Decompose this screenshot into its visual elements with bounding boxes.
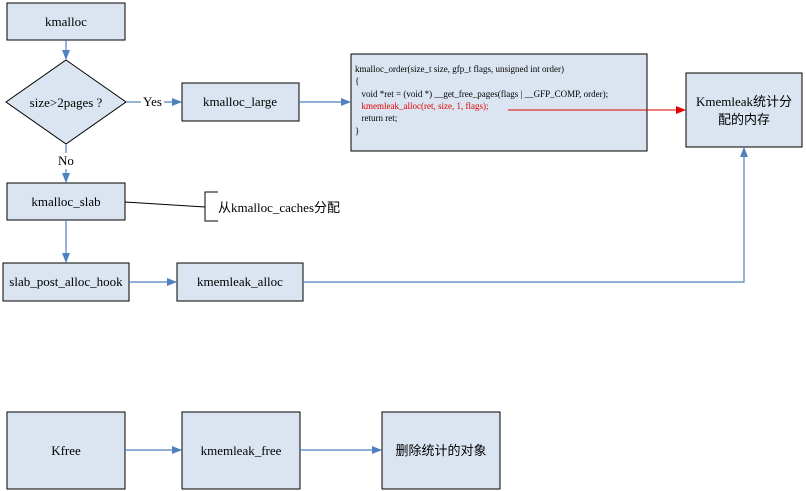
node-kmalloc-large: kmalloc_large bbox=[181, 82, 300, 122]
node-kmemleak-stats: Kmemleak统计分 配的内存 bbox=[685, 72, 803, 148]
node-kmemleak-stats-line2: 配的内存 bbox=[718, 112, 770, 127]
node-slab-post-alloc-hook-label: slab_post_alloc_hook bbox=[9, 274, 123, 289]
node-kmemleak-free-label: kmemleak_free bbox=[201, 443, 282, 458]
node-kmemleak-alloc-label: kmemleak_alloc bbox=[197, 274, 283, 289]
node-kmemleak-stats-line1: Kmemleak统计分 bbox=[696, 94, 792, 109]
edge-label-no: No bbox=[58, 153, 74, 168]
node-slab-post-alloc-hook: slab_post_alloc_hook bbox=[2, 262, 130, 302]
node-kfree-label: Kfree bbox=[51, 443, 81, 458]
node-kmalloc-slab-label: kmalloc_slab bbox=[31, 194, 100, 209]
node-size-decision-label: size>2pages ? bbox=[30, 95, 103, 110]
code-line-5: return ret; bbox=[357, 113, 397, 123]
annotation-label: 从kmalloc_caches分配 bbox=[218, 200, 340, 215]
node-kmemleak-alloc: kmemleak_alloc bbox=[176, 262, 304, 302]
annotation-bracket bbox=[204, 191, 218, 222]
node-size-decision: size>2pages ? bbox=[5, 59, 127, 145]
node-kfree: Kfree bbox=[6, 411, 126, 490]
node-delete-stats: 删除统计的对象 bbox=[381, 411, 501, 490]
code-line-3: void *ret = (void *) __get_free_pages(fl… bbox=[357, 89, 608, 99]
node-kmalloc-slab: kmalloc_slab bbox=[6, 182, 126, 221]
code-line-1: kmalloc_order(size_t size, gfp_t flags, … bbox=[355, 64, 564, 74]
edge-label-yes: Yes bbox=[143, 94, 162, 109]
code-line-4-highlight: kmemleak_alloc(ret, size, 1, flags); bbox=[357, 101, 488, 111]
edge-kmemleak-alloc-to-stats bbox=[303, 147, 748, 283]
node-kmalloc-large-label: kmalloc_large bbox=[203, 94, 277, 109]
node-kmalloc-label: kmalloc bbox=[45, 14, 87, 29]
annotation-kmalloc-caches: 从kmalloc_caches分配 bbox=[124, 191, 340, 222]
code-block: kmalloc_order(size_t size, gfp_t flags, … bbox=[350, 53, 648, 152]
node-kmalloc: kmalloc bbox=[6, 2, 126, 41]
annotation-leader-line bbox=[124, 201, 206, 208]
code-line-6: } bbox=[355, 126, 359, 136]
node-kmemleak-free: kmemleak_free bbox=[181, 411, 301, 490]
node-delete-stats-label: 删除统计的对象 bbox=[395, 443, 486, 458]
code-line-2: { bbox=[355, 76, 359, 86]
